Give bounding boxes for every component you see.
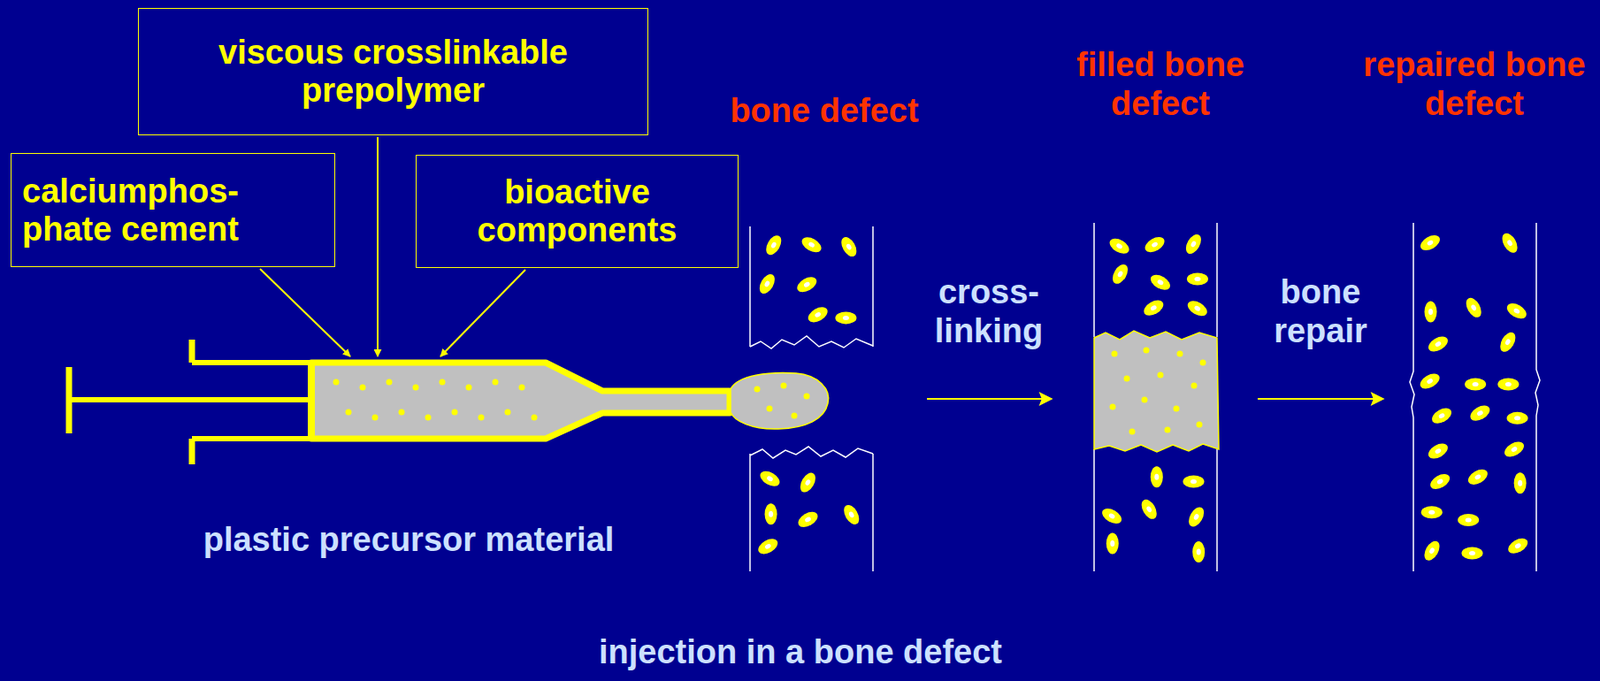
box-text: viscous crosslinkable prepolymer	[149, 33, 637, 109]
flange	[189, 339, 196, 363]
plunger-rod	[68, 397, 312, 403]
flange	[189, 438, 196, 465]
ingredient-box: viscous crosslinkable prepolymer	[137, 7, 649, 136]
particles	[754, 382, 811, 420]
material-label: plastic precursor material	[125, 520, 692, 560]
stage-label: repaired bone defect	[1355, 45, 1594, 123]
bone-cells	[755, 230, 1531, 564]
barrel	[311, 362, 730, 439]
extruded-paste	[730, 373, 829, 430]
box-text: bioactive components	[427, 173, 728, 249]
bone-segments	[750, 222, 1540, 572]
syringe	[68, 339, 829, 465]
step-label: cross- linking	[922, 273, 1056, 351]
step-label: bone repair	[1254, 273, 1387, 351]
particles	[333, 379, 538, 422]
barrel-wall	[191, 436, 312, 442]
particles	[1110, 347, 1207, 436]
stage-label: bone defect	[691, 91, 957, 131]
process-arrow	[1257, 398, 1384, 400]
box-text: calciumphos- phate cement	[22, 172, 324, 248]
process-arrow	[926, 398, 1052, 400]
barrel-wall	[191, 359, 312, 366]
piston	[307, 359, 315, 442]
leader-line	[260, 268, 351, 357]
caption: injection in a bone defect	[490, 633, 1111, 673]
leader-line	[440, 269, 526, 357]
ingredient-box: calciumphos- phate cement	[10, 153, 336, 268]
leader-line	[376, 137, 379, 357]
ingredient-box: bioactive components	[415, 154, 739, 268]
filled-defect	[1094, 330, 1219, 452]
stage-label: filled bone defect	[1032, 45, 1289, 123]
